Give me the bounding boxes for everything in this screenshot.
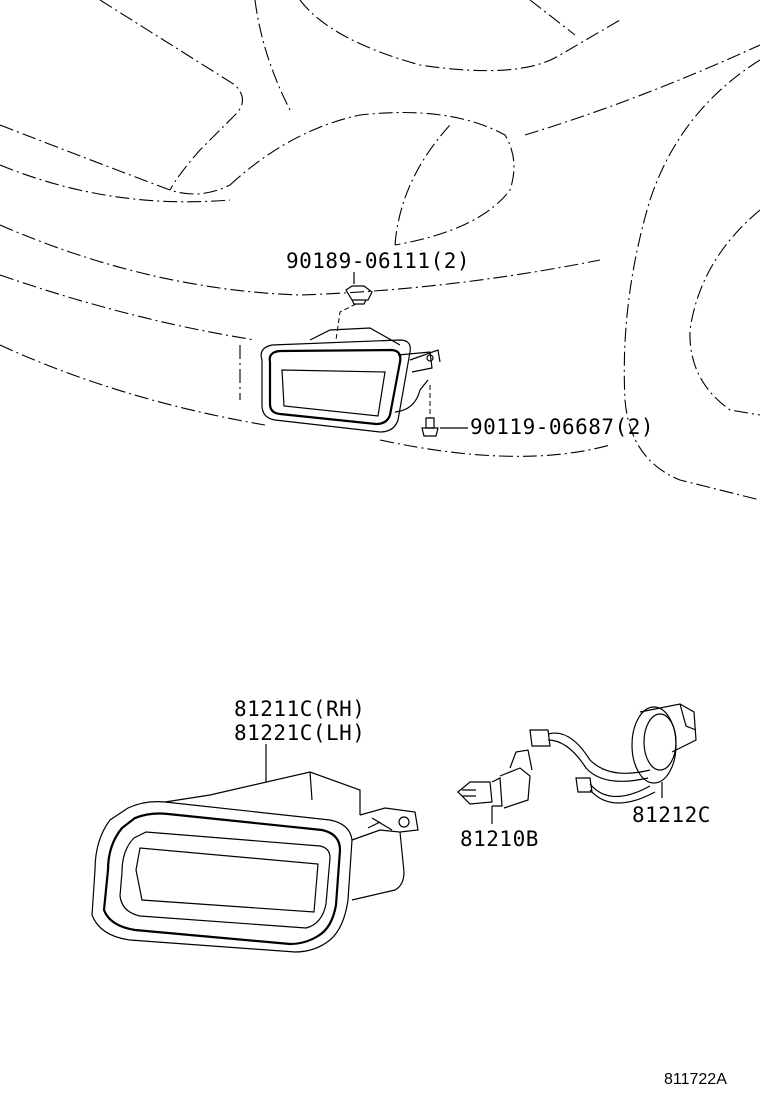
figure-number: 811722A <box>664 1071 727 1088</box>
lamp-lh-part-number: 81221C(LH) <box>234 721 365 745</box>
lamp-rh-part-number: 81211C(RH) <box>234 697 365 721</box>
socket-part-number: 81212C <box>632 803 711 827</box>
clip-part-number: 90189-06111(2) <box>286 249 470 273</box>
bulb-part-number: 81210B <box>460 827 539 851</box>
screw-fastener <box>421 385 439 437</box>
bulb-81210b <box>457 749 533 809</box>
socket-harness-81212c <box>529 703 697 804</box>
screw-part-number: 90119-06687(2) <box>470 415 654 439</box>
fog-lamp-assembly <box>91 771 419 953</box>
clip-fastener <box>335 285 373 341</box>
vehicle-body-outline <box>0 0 760 501</box>
installed-fog-lamp <box>260 327 441 433</box>
